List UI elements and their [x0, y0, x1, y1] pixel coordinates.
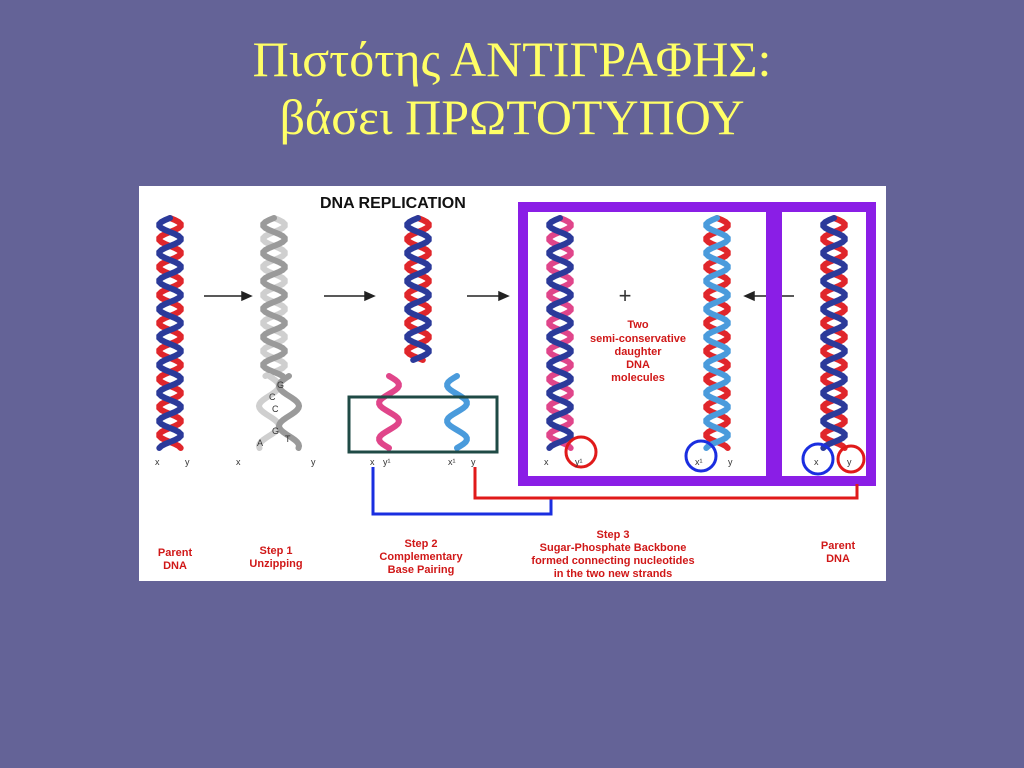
red-circle-left — [564, 435, 598, 469]
title-line-2: βάσει ΠΡΩΤΟΤΥΠΟΥ — [279, 89, 745, 145]
label-y-parent: y — [185, 457, 190, 467]
helix-parent-left-strand-b — [156, 215, 184, 451]
helix-step2-strand-b — [404, 215, 432, 363]
caption-step2-1: Step 2 — [404, 538, 437, 550]
label-x-parent: x — [155, 457, 160, 467]
center-note: Two semi-conservative daughter DNA molec… — [590, 319, 686, 384]
helix-parent-right-strand-b — [820, 215, 848, 451]
center-note-line-2: semi-conservative — [590, 333, 686, 345]
center-note-line-3: daughter — [614, 346, 662, 358]
helix-step1-strand-b — [260, 215, 288, 379]
arrow-2-head — [364, 290, 376, 302]
caption-parent-right-2: DNA — [826, 553, 850, 565]
helix-daughter-1-strand-a — [546, 215, 574, 451]
purple-daughter-box — [518, 202, 876, 486]
title-line-1: Πιστότης ΑΝΤΙΓΡΑΦΗΣ: — [252, 31, 772, 87]
label-y-daughter2: y — [728, 457, 733, 467]
helix-step1-strand-a — [260, 215, 288, 379]
center-note-line-4: DNA — [626, 359, 650, 371]
label-x1-step2: x¹ — [448, 457, 456, 467]
caption-parent-left-2: DNA — [163, 560, 187, 572]
blue-connector — [371, 467, 553, 516]
diagram-canvas: DNA REPLICATION + Two semi-conservative … — [155, 195, 876, 580]
base-1: G — [277, 380, 284, 390]
caption-step3-3: formed connecting nucleotides — [531, 555, 694, 567]
caption-step1-2: Unzipping — [249, 558, 302, 570]
arrow-4-head — [743, 290, 755, 302]
plus-sign: + — [619, 283, 632, 308]
helix-step2-fork-left — [376, 373, 402, 451]
label-x-parent-right: x — [814, 457, 819, 467]
helix-daughter-2-strand-a — [703, 215, 731, 451]
label-y-parent-right: y — [847, 457, 852, 467]
label-y1-daughter1: y¹ — [575, 457, 583, 467]
arrow-3-head — [498, 290, 510, 302]
helix-daughter-2-strand-b — [703, 215, 731, 451]
caption-parent-left-1: Parent — [158, 547, 193, 559]
label-x-step1: x — [236, 457, 241, 467]
base-5: A — [257, 438, 263, 448]
strand-letters: x y x y x y¹ x¹ y x y¹ x¹ y x y — [155, 457, 852, 467]
diagram-heading: DNA REPLICATION — [320, 195, 466, 212]
caption-step2-2: Complementary — [379, 551, 463, 563]
green-pairing-box — [347, 395, 499, 454]
label-x1-daughter2: x¹ — [695, 457, 703, 467]
base-letters: G C C G A T — [257, 380, 291, 448]
base-6: T — [285, 434, 291, 444]
helix-parent-left-strand-a — [156, 215, 184, 451]
base-3: C — [272, 404, 279, 414]
blue-circle-right — [801, 442, 835, 476]
caption-step2-3: Base Pairing — [388, 564, 455, 576]
purple-divider — [766, 207, 782, 481]
caption-parent-right-1: Parent — [821, 540, 856, 552]
caption-step3-4: in the two new strands — [554, 568, 673, 580]
label-x-daughter1: x — [544, 457, 549, 467]
captions: Parent DNA Step 1 Unzipping Step 2 Compl… — [158, 529, 856, 580]
label-y1-step2: y¹ — [383, 457, 391, 467]
helix-step1-fork-right — [275, 373, 303, 451]
blue-circle-middle — [684, 439, 718, 473]
helix-group — [156, 215, 848, 451]
red-connector — [473, 467, 859, 500]
dna-replication-diagram: DNA REPLICATION + Two semi-conservative … — [139, 186, 886, 581]
caption-step3-1: Step 3 — [596, 529, 629, 541]
helix-daughter-1-strand-b — [546, 215, 574, 451]
label-y-step2: y — [471, 457, 476, 467]
center-note-line-1: Two — [627, 319, 648, 331]
arrow-1-head — [241, 290, 253, 302]
center-note-line-5: molecules — [611, 372, 665, 384]
base-4: G — [272, 426, 279, 436]
red-circle-right — [836, 444, 866, 474]
label-x-step2: x — [370, 457, 375, 467]
helix-parent-right-strand-a — [820, 215, 848, 451]
helix-step2-fork-right — [444, 373, 470, 451]
caption-step1-1: Step 1 — [259, 545, 292, 557]
label-y-step1: y — [311, 457, 316, 467]
process-arrows — [204, 290, 794, 302]
caption-step3-2: Sugar-Phosphate Backbone — [540, 542, 687, 554]
slide-title: Πιστότης ΑΝΤΙΓΡΑΦΗΣ: βάσει ΠΡΩΤΟΤΥΠΟΥ — [0, 30, 1024, 146]
base-2: C — [269, 392, 276, 402]
